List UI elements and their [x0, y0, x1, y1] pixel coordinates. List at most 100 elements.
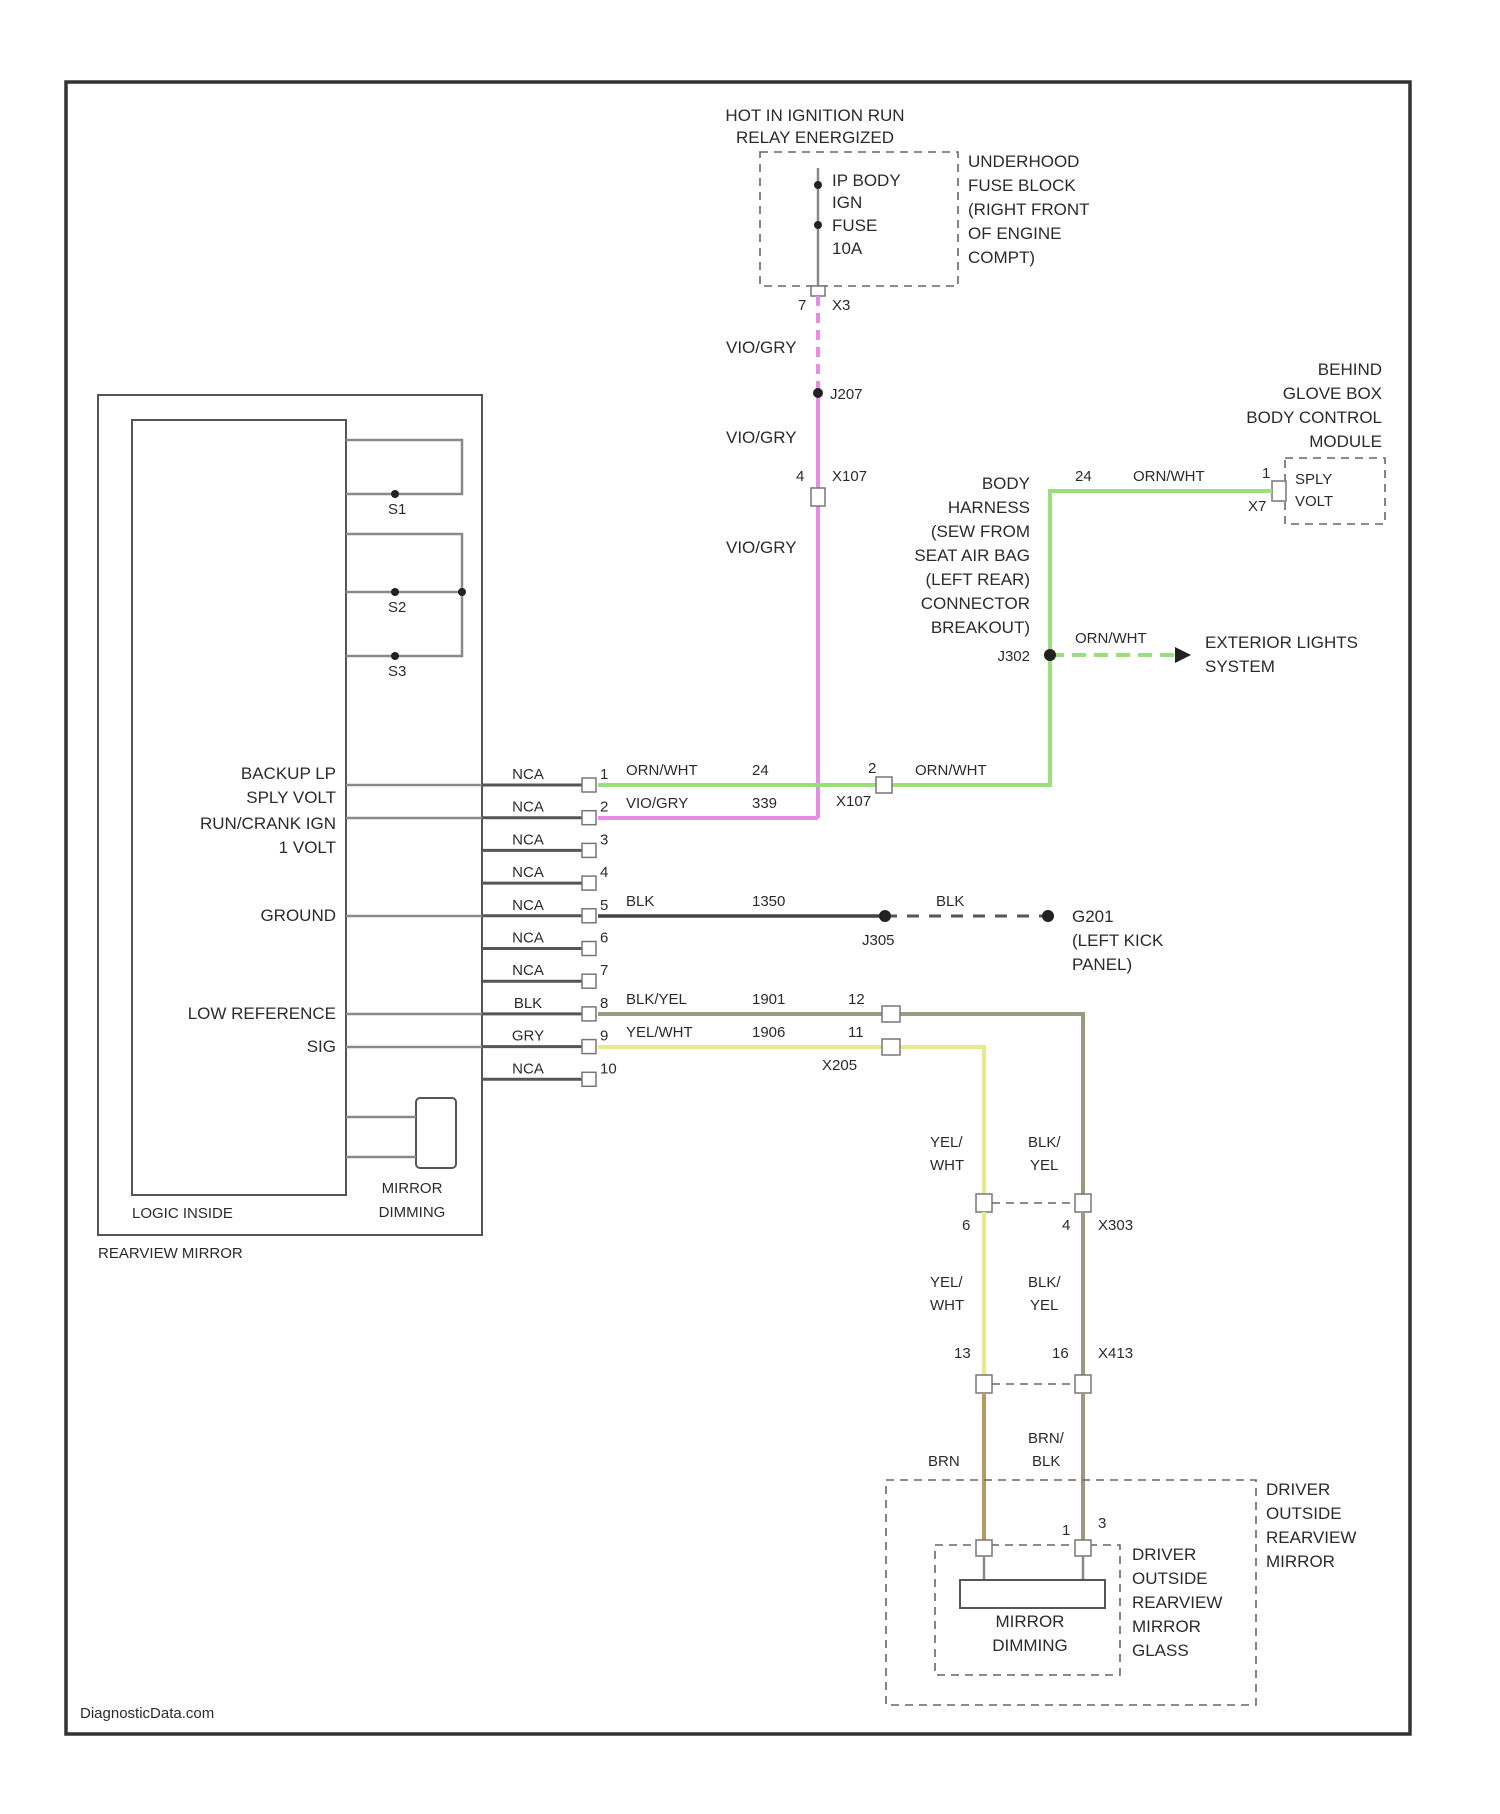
- connector-x413-left: [976, 1375, 992, 1393]
- x413-label: X413: [1098, 1345, 1133, 1362]
- x413-left-color-1: YEL/: [930, 1274, 963, 1291]
- ground-g201: [1042, 910, 1054, 922]
- body-control-module: BEHIND GLOVE BOX BODY CONTROL MODULE 1 S…: [1246, 360, 1385, 524]
- pin-label: NCA: [512, 864, 544, 881]
- switch-s2-contact: [391, 588, 399, 596]
- bcm-pin-label-1: SPLY: [1295, 471, 1332, 488]
- glass-dimming-label-1: MIRROR: [996, 1612, 1065, 1631]
- row2-color: VIO/GRY: [626, 795, 688, 812]
- pin-number: 6: [600, 930, 608, 947]
- connector-x303-left: [976, 1194, 992, 1212]
- ground-location-2: PANEL): [1072, 955, 1132, 974]
- pin-terminal: [582, 876, 596, 890]
- exterior-wire-color: ORN/WHT: [1075, 630, 1147, 647]
- mirror-dimming-element: [416, 1098, 456, 1168]
- row1-color: ORN/WHT: [626, 762, 698, 779]
- row1-color-2: ORN/WHT: [915, 762, 987, 779]
- rearview-mirror-module: LOGIC INSIDE MIRROR DIMMING REARVIEW MIR…: [98, 395, 482, 1262]
- connector-x413-right: [1075, 1375, 1091, 1393]
- ground-circuit-number: 1350: [752, 893, 785, 910]
- outside-mirror-label-2: OUTSIDE: [1266, 1504, 1342, 1523]
- fuse-label-4: 10A: [832, 239, 863, 258]
- harness-label-6: CONNECTOR: [921, 594, 1030, 613]
- pink-wire-color-3: VIO/GRY: [726, 538, 797, 557]
- row1-connector: X107: [836, 793, 871, 810]
- brn-blk-color-1: BRN/: [1028, 1430, 1065, 1447]
- pin-number: 8: [600, 995, 608, 1012]
- pin-label: GRY: [512, 1028, 544, 1045]
- fuse-label-2: IGN: [832, 193, 862, 212]
- fn-lowref-label: LOW REFERENCE: [188, 1004, 336, 1023]
- ground-circuit: BLK 1350 J305 BLK G201 (LEFT KICK PANEL): [598, 893, 1164, 974]
- row9-connector: X205: [822, 1057, 857, 1074]
- ground-color-2: BLK: [936, 893, 964, 910]
- pin-terminal: [582, 1072, 596, 1086]
- bcm-connector-label: X7: [1248, 498, 1266, 515]
- power-title-line2: RELAY ENERGIZED: [736, 128, 894, 147]
- switch-loop-middle: [346, 534, 462, 656]
- x413-pin-left: 13: [954, 1345, 971, 1362]
- ground-color: BLK: [626, 893, 654, 910]
- x303-pin-right: 4: [1062, 1217, 1070, 1234]
- row8-color: BLK/YEL: [626, 991, 687, 1008]
- fuse-terminal-top: [814, 181, 822, 189]
- pin-number: 9: [600, 1028, 608, 1045]
- fn-run-label-2: 1 VOLT: [279, 838, 336, 857]
- logic-inside-label: LOGIC INSIDE: [132, 1205, 233, 1222]
- x303-left-color-2: WHT: [930, 1157, 964, 1174]
- pin-terminal: [582, 974, 596, 988]
- fuse-block-label-5: COMPT): [968, 248, 1035, 267]
- ground-splice-label: J305: [862, 932, 895, 949]
- connector-x107-mid: [876, 777, 892, 793]
- pink-wire-run: VIO/GRY J207 VIO/GRY 4 X107 VIO/GRY: [598, 296, 867, 818]
- connector-x205-a: [882, 1006, 900, 1022]
- pin-number: 5: [600, 897, 608, 914]
- fuse-block-label-2: FUSE BLOCK: [968, 176, 1076, 195]
- ground-point-label: G201: [1072, 907, 1114, 926]
- mirror-glass-label-5: GLASS: [1132, 1641, 1189, 1660]
- switch-s3-contact: [391, 652, 399, 660]
- exterior-lights-label-2: SYSTEM: [1205, 657, 1275, 676]
- pin-label: NCA: [512, 799, 544, 816]
- connector-x303-right: [1075, 1194, 1091, 1212]
- switch-loop-junction: [458, 588, 466, 596]
- row8-circuit: 1901: [752, 991, 785, 1008]
- pin-number: 2: [600, 799, 608, 816]
- splice-j302-label: J302: [997, 648, 1030, 665]
- power-source: HOT IN IGNITION RUN RELAY ENERGIZED IP B…: [725, 106, 1089, 314]
- outside-mirror-label-1: DRIVER: [1266, 1480, 1330, 1499]
- splice-j305: [879, 910, 891, 922]
- logic-inside-box: [132, 420, 346, 1195]
- pin-number: 7: [600, 962, 608, 979]
- pin-number: 3: [600, 831, 608, 848]
- mirror-glass-label-3: REARVIEW: [1132, 1593, 1222, 1612]
- fuse-label-3: FUSE: [832, 216, 877, 235]
- x303-label: X303: [1098, 1217, 1133, 1234]
- mirror-glass-label-4: MIRROR: [1132, 1617, 1201, 1636]
- row1-circuit: 24: [752, 762, 769, 779]
- switch-s1-label: S1: [388, 501, 406, 518]
- mirror-glass-label-1: DRIVER: [1132, 1545, 1196, 1564]
- pin-terminal: [582, 843, 596, 857]
- pin-label: BLK: [514, 995, 542, 1012]
- bcm-label-1: BEHIND: [1318, 360, 1382, 379]
- bcm-pin-label-2: VOLT: [1295, 493, 1333, 510]
- fn-ground-label: GROUND: [260, 906, 336, 925]
- outside-mirror-label-4: MIRROR: [1266, 1552, 1335, 1571]
- glass-dimming-element: [960, 1580, 1105, 1608]
- exterior-lights-label-1: EXTERIOR LIGHTS: [1205, 633, 1358, 652]
- brn-color: BRN: [928, 1453, 960, 1470]
- fuse-terminal-bottom: [814, 221, 822, 229]
- pin-number: 1: [600, 766, 608, 783]
- pin-terminal: [582, 811, 596, 825]
- watermark: DiagnosticData.com: [80, 1705, 214, 1722]
- x413-left-color-2: WHT: [930, 1297, 964, 1314]
- bcm-connector: [1272, 481, 1286, 501]
- fuse-block-label-3: (RIGHT FRONT: [968, 200, 1090, 219]
- x413-right-color-2: YEL: [1030, 1297, 1058, 1314]
- bcm-wire-color: ORN/WHT: [1133, 468, 1205, 485]
- bcm-circuit: 24: [1075, 468, 1092, 485]
- x413-right-color-1: BLK/: [1028, 1274, 1061, 1291]
- switch-s2-label: S2: [388, 599, 406, 616]
